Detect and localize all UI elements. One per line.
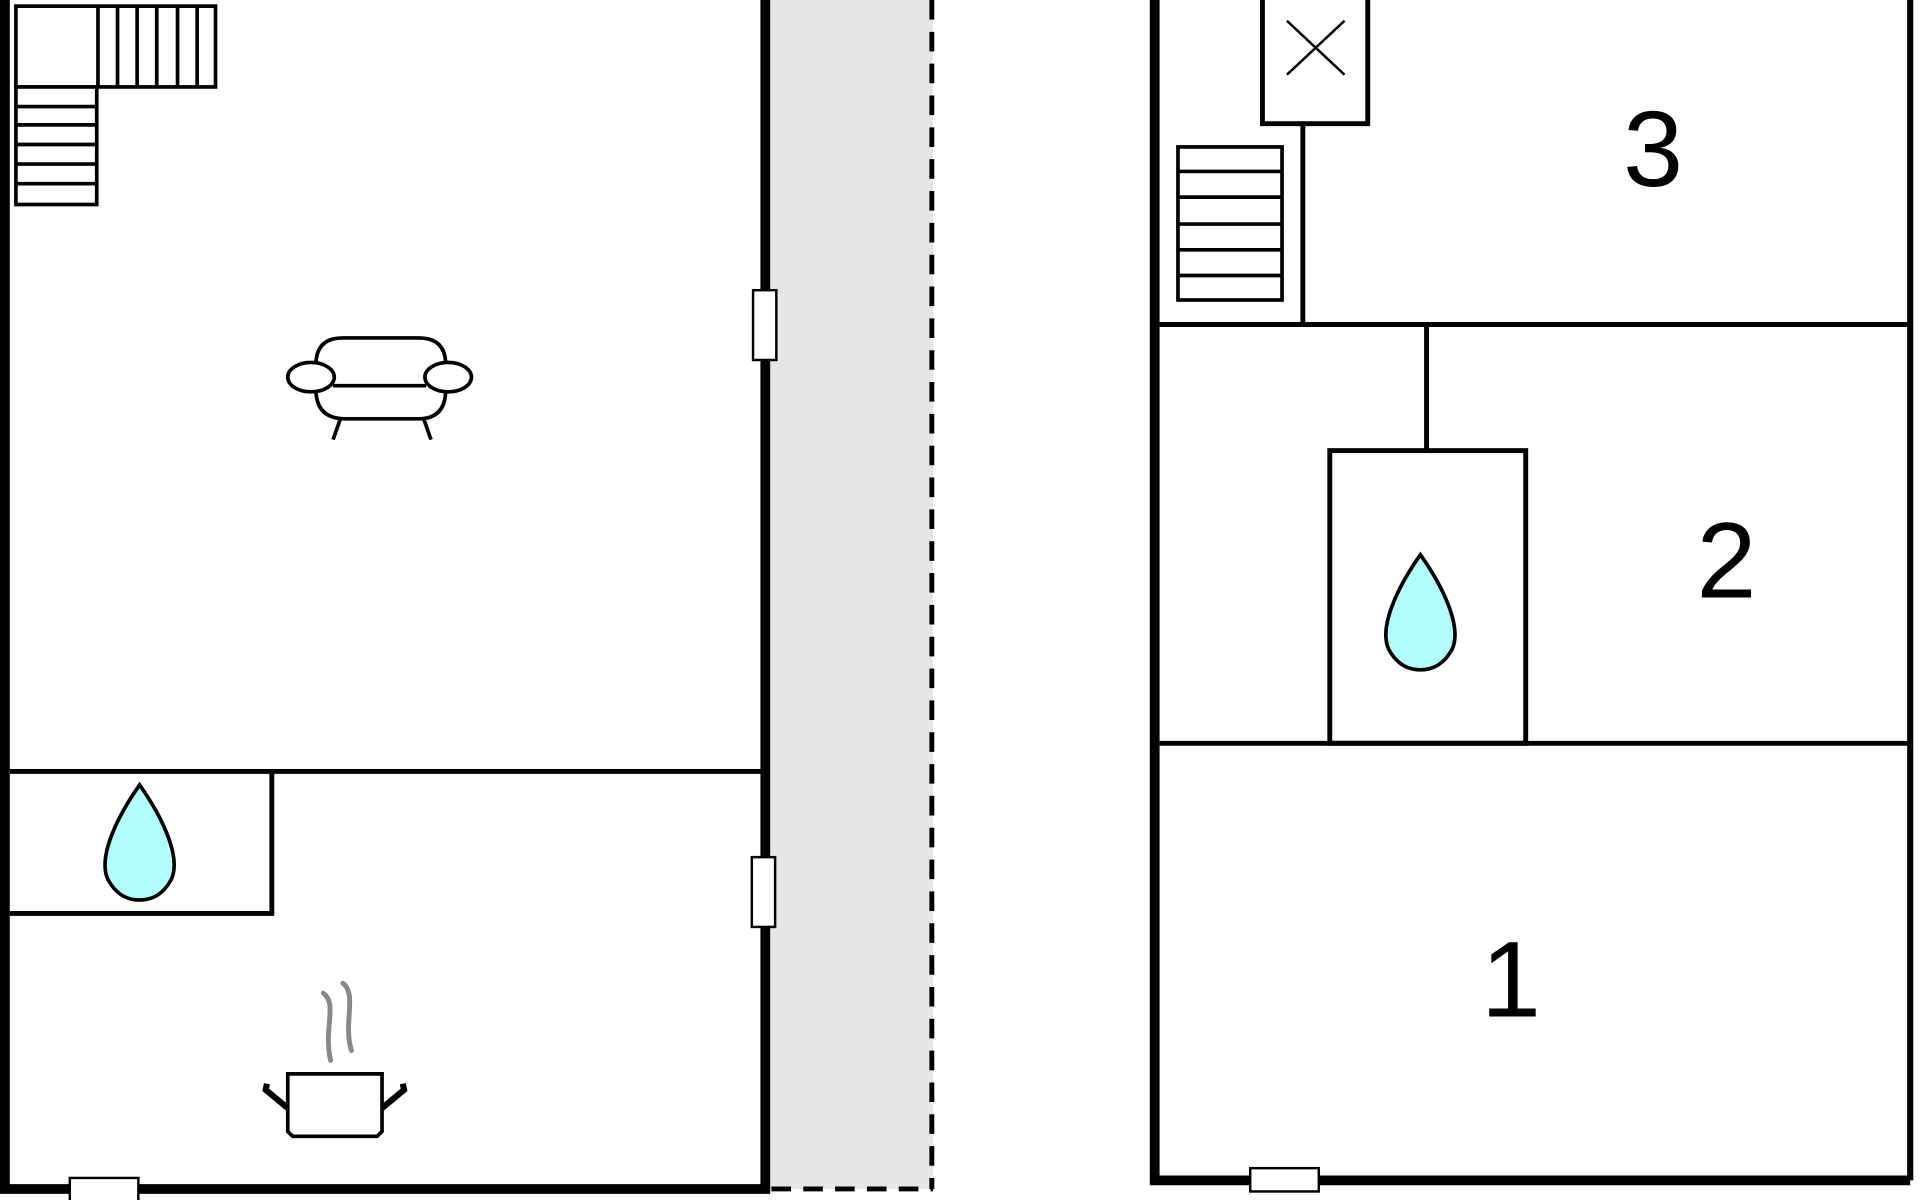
stairs-icon (14, 4, 218, 207)
corridor (770, 0, 934, 1189)
window (68, 1176, 140, 1200)
room-number-1: 1 (1481, 918, 1541, 1039)
window (751, 288, 778, 362)
water-drop-icon (103, 781, 176, 902)
room-number-2: 2 (1697, 500, 1757, 621)
right-building (1149, 0, 1914, 1186)
stairs-icon (1176, 145, 1284, 302)
water-drop-icon (1384, 551, 1457, 672)
cooking-pot-icon (262, 980, 408, 1139)
window (1248, 1166, 1320, 1193)
window (750, 855, 777, 929)
room-number-3: 3 (1623, 88, 1683, 209)
chimney-icon (1260, 0, 1371, 127)
sofa-icon (285, 336, 474, 441)
left-building (0, 0, 771, 1194)
